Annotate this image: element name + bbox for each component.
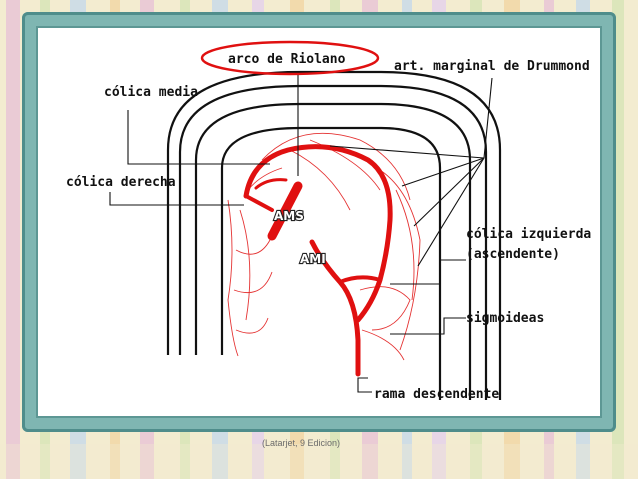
colon-outline xyxy=(166,70,502,400)
label-ami: AMI xyxy=(300,252,326,266)
label-marginal-drummond: art. marginal de Drummond xyxy=(394,59,590,74)
figure-caption: (Latarjet, 9 Edicion) xyxy=(262,438,341,448)
label-arco-riolano: arco de Riolano xyxy=(228,52,346,67)
leader-lines xyxy=(109,74,493,393)
label-ascendente: (ascendente) xyxy=(466,247,560,262)
diagram-panel xyxy=(36,26,602,418)
label-colica-derecha: cólica derecha xyxy=(66,175,176,190)
label-rama-descendente: rama descendente xyxy=(374,387,499,402)
highlight-ellipse xyxy=(200,40,380,76)
label-colica-media: cólica media xyxy=(104,85,198,100)
label-colica-izquierda: cólica izquierda xyxy=(466,227,591,242)
label-ams: AMS xyxy=(274,209,304,223)
main-arteries xyxy=(243,144,393,377)
vessel-network xyxy=(227,132,421,361)
label-sigmoideas: sigmoideas xyxy=(466,311,544,326)
